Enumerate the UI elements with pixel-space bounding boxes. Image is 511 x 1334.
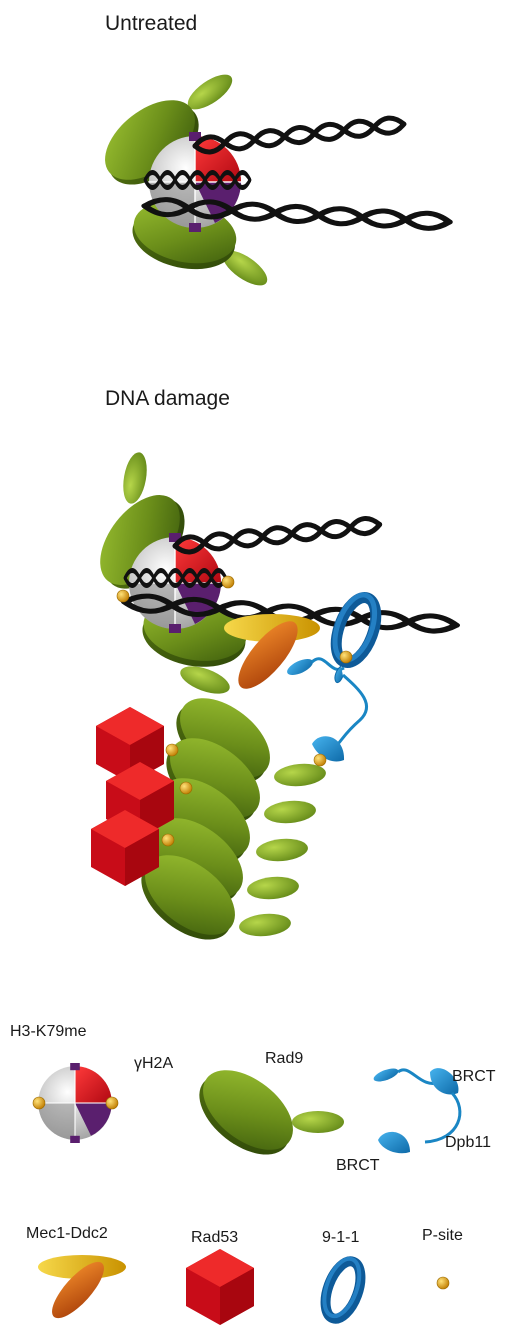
legend-mec1-label: Mec1-Ddc2 xyxy=(26,1225,108,1242)
rad9-lobe xyxy=(238,912,292,938)
legend-rad9-lobe xyxy=(292,1111,344,1133)
rad9-lobe xyxy=(120,450,151,505)
untreated-complex xyxy=(91,68,450,292)
p-site xyxy=(33,1097,45,1109)
legend-brct-bottom-label: BRCT xyxy=(336,1157,380,1174)
p-site xyxy=(162,834,174,846)
legend-brct-top-label: BRCT xyxy=(452,1068,496,1085)
p-site xyxy=(340,651,352,663)
p-site xyxy=(106,1097,118,1109)
nine-one-one-ring xyxy=(327,590,385,668)
legend-rad53 xyxy=(186,1249,254,1325)
legend-nine11-label: 9-1-1 xyxy=(322,1229,359,1246)
rad9-lobe xyxy=(255,837,309,863)
damage-title: DNA damage xyxy=(105,387,230,410)
legend-mec1 xyxy=(38,1255,126,1326)
legend-nine11-ring xyxy=(317,1254,368,1323)
legend-psite-label: P-site xyxy=(422,1227,463,1244)
p-site xyxy=(180,782,192,794)
legend-dpb11-label: Dpb11 xyxy=(445,1134,491,1151)
dna-duplex xyxy=(174,517,380,553)
p-site xyxy=(314,754,326,766)
legend-rad53-label: Rad53 xyxy=(191,1229,238,1246)
rad9-lobe xyxy=(263,799,317,825)
legend: H3-K79me γH2A Rad9 BRCT Dpb11 BRCT Mec1-… xyxy=(10,1023,496,1325)
legend-h3k79me-label: H3-K79me xyxy=(10,1023,87,1040)
dpb11 xyxy=(285,656,367,762)
p-site xyxy=(222,576,234,588)
legend-rad9-label: Rad9 xyxy=(265,1050,303,1067)
untreated-title: Untreated xyxy=(105,12,197,35)
legend-rad9-disc xyxy=(185,1054,308,1170)
p-site xyxy=(117,590,129,602)
legend-psite xyxy=(437,1277,449,1289)
p-site xyxy=(166,744,178,756)
legend-nucleosome xyxy=(38,1063,112,1143)
rad9-lobe xyxy=(246,875,300,901)
legend-gh2a-label: γH2A xyxy=(134,1055,173,1072)
damage-complex xyxy=(84,450,456,955)
